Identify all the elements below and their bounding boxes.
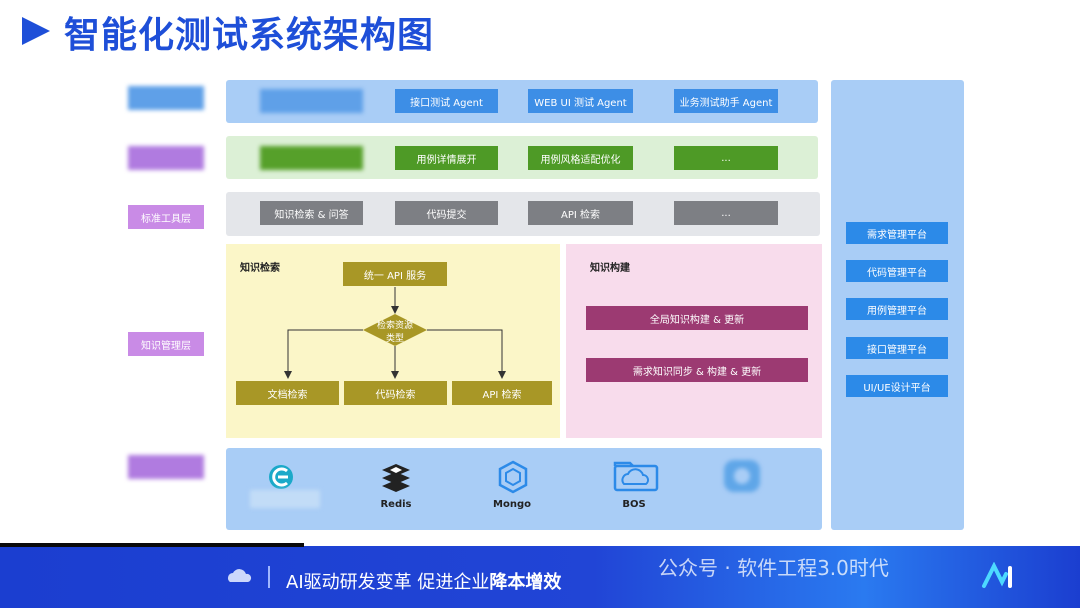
elastic-icon [266,462,296,496]
footer-slogan: AI驱动研发变革 促进企业降本增效 [286,572,562,593]
layer-label-agent [128,86,204,110]
agent-chip: WEB UI 测试 Agent [528,89,633,113]
build-item: 全局知识构建 & 更新 [586,306,808,330]
decision-label: 检索资源类型 [376,321,413,344]
redis-icon [380,462,412,496]
unified-api-service: 统一 API 服务 [343,262,447,286]
case-chip: ... [674,146,778,170]
agent-chip: 接口测试 Agent [395,89,498,113]
mongo-icon [496,460,530,498]
cloud-logo-icon [226,566,252,590]
build-item: 需求知识同步 & 构建 & 更新 [586,358,808,382]
knowledge-build-panel [566,244,822,438]
vector-db-icon [722,458,762,498]
storage-layer-band [226,448,822,530]
storage-name: Mongo [493,499,531,510]
knowledge-build-title: 知识构建 [590,263,630,274]
tool-chip: ... [674,201,778,225]
storage-name: Redis [380,499,412,510]
footer-banner [0,546,1080,608]
platform-item: 接口管理平台 [846,337,948,359]
storage-blurred-label [250,490,320,508]
footer-watermark: 公众号 · 软件工程3.0时代 [658,556,889,580]
layer-label-storage [128,455,204,479]
retrieval-target: 代码检索 [344,381,447,405]
layer-label-tool: 标准工具层 [128,205,204,229]
platform-item: 用例管理平台 [846,298,948,320]
footer-divider [268,566,270,588]
case-chip: 用例详情展开 [395,146,498,170]
case-chip: 用例风格适配优化 [528,146,633,170]
layer-label-case [128,146,204,170]
layer-label-knowledge: 知识管理层 [128,332,204,356]
play-arrow-icon [22,17,50,45]
retrieval-target: 文档检索 [236,381,339,405]
footer-edge [0,543,304,547]
tool-chip: API 检索 [528,201,633,225]
retrieval-target: API 检索 [452,381,552,405]
case-chip-blurred [260,146,363,170]
brand-logo-icon [980,561,1020,594]
bos-icon [612,460,660,496]
agent-chip-blurred [260,89,363,113]
platform-item: UI/UE设计平台 [846,375,948,397]
tool-chip: 知识检索 & 问答 [260,201,363,225]
retrieval-flow-connectors [284,287,506,379]
tool-chip: 代码提交 [395,201,498,225]
decision-diamond [363,314,427,346]
platform-item: 代码管理平台 [846,260,948,282]
knowledge-retrieval-title: 知识检索 [240,263,280,274]
agent-chip: 业务测试助手 Agent [674,89,778,113]
storage-name: BOS [622,499,646,510]
platform-item: 需求管理平台 [846,222,948,244]
page-title: 智能化测试系统架构图 [64,15,435,56]
